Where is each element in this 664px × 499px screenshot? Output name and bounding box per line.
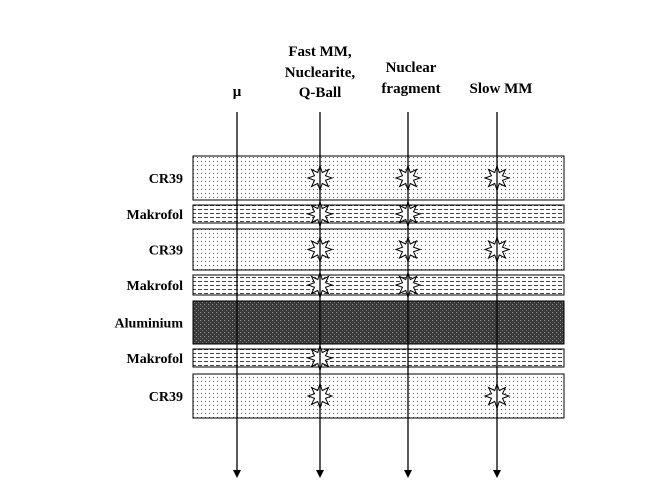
particle-label-fast-mm: Q-Ball — [299, 85, 342, 101]
particle-label-nuclear-fragment: Nuclear — [386, 60, 437, 76]
layer-label: Makrofol — [126, 352, 183, 367]
layer-label: CR39 — [149, 244, 183, 259]
particle-labels: μ Fast MM, Nuclearite, Q-Ball Nuclear fragmen… — [233, 44, 533, 101]
track-hits — [306, 164, 511, 410]
particle-label-fast-mm: Fast MM, — [288, 44, 352, 60]
layer-label: Makrofol — [126, 279, 183, 294]
layer-label: CR39 — [149, 172, 183, 187]
particle-label-mu: μ — [233, 84, 242, 100]
layer-makrofol-3 — [192, 274, 565, 296]
layer-label: Makrofol — [126, 208, 183, 223]
layer-makrofol-5 — [192, 348, 565, 368]
layer-labels: CR39MakrofolCR39MakrofolAluminiumMakrofo… — [115, 172, 184, 405]
layer-makrofol-1 — [192, 204, 565, 224]
particle-label-fast-mm: Nuclearite, — [285, 65, 356, 81]
particle-label-slow-mm: Slow MM — [470, 81, 533, 97]
layer-label: CR39 — [149, 390, 183, 405]
particle-label-nuclear-fragment: fragment — [381, 81, 440, 97]
detector-layers — [192, 155, 565, 419]
layer-aluminium-4 — [192, 300, 565, 345]
layer-label: Aluminium — [115, 317, 184, 332]
